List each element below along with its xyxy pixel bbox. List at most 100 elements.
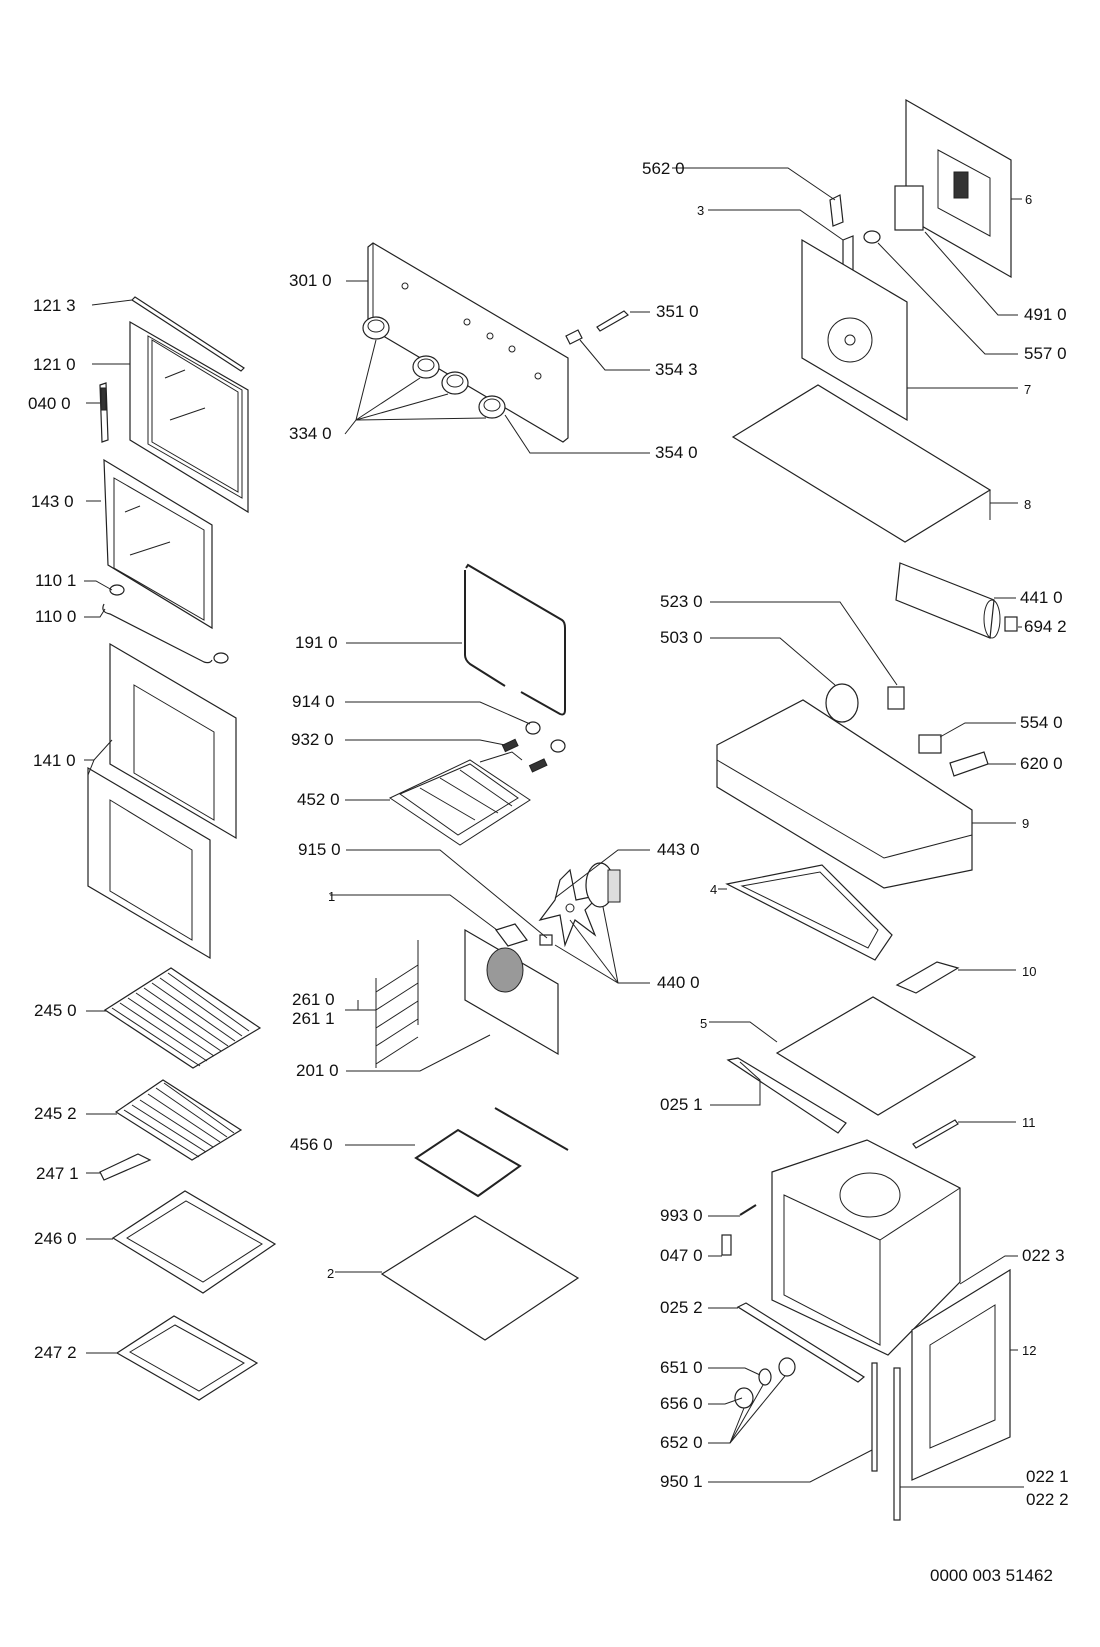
part-label-354-3: 354 3 — [655, 360, 698, 379]
part-label-554-0: 554 0 — [1020, 713, 1063, 732]
part-seal-strip — [871, 1362, 878, 1472]
part-label-656-0: 656 0 — [660, 1394, 703, 1413]
part-hinge — [99, 382, 109, 443]
part-label-932-0: 932 0 — [291, 730, 334, 749]
part-label-503-0: 503 0 — [660, 628, 703, 647]
part-label-047-0: 047 0 — [660, 1246, 703, 1265]
part-top-plate — [731, 384, 992, 543]
part-label-334-0: 334 0 — [289, 424, 332, 443]
part-label-022-3: 022 3 — [1022, 1246, 1065, 1265]
part-label-301-0: 301 0 — [289, 271, 332, 290]
part-side-rail-lower — [736, 1302, 866, 1383]
part-safety-thermostat — [829, 194, 844, 227]
part-pan-handle — [99, 1153, 152, 1181]
part-wire-shelf — [103, 967, 262, 1069]
part-label-562-0: 562 0 — [642, 159, 685, 178]
part-label-652-0: 652 0 — [660, 1433, 703, 1452]
part-baking-tray — [111, 1190, 277, 1294]
part-label-245-0: 245 0 — [34, 1001, 77, 1020]
part-label-523-0: 523 0 — [660, 592, 703, 611]
part-screw — [739, 1204, 757, 1216]
part-label-914-0: 914 0 — [292, 692, 335, 711]
part-drip-pan — [115, 1315, 259, 1401]
part-rear-wall — [801, 238, 908, 422]
part-label-7: 7 — [1024, 382, 1032, 397]
part-label-201-0: 201 0 — [296, 1061, 339, 1080]
part-label-1: 1 — [328, 889, 336, 904]
part-label-452-0: 452 0 — [297, 790, 340, 809]
part-label-022-2: 022 2 — [1026, 1490, 1069, 1509]
part-grill-element — [388, 751, 531, 846]
part-label-441-0: 441 0 — [1020, 588, 1063, 607]
part-label-351-0: 351 0 — [656, 302, 699, 321]
part-label-6: 6 — [1025, 192, 1033, 207]
part-label-11: 11 — [1022, 1115, 1036, 1130]
part-label-694-2: 694 2 — [1024, 617, 1067, 636]
part-spring — [501, 738, 548, 773]
part-label-993-0: 993 0 — [660, 1206, 703, 1225]
part-trim-strip — [912, 1119, 959, 1149]
part-grill-rack — [114, 1079, 243, 1161]
part-side-rack — [375, 940, 419, 1068]
part-label-191-0: 191 0 — [295, 633, 338, 652]
part-label-245-2: 245 2 — [34, 1104, 77, 1123]
part-control-panel — [367, 242, 569, 443]
part-oven-cavity — [771, 1139, 961, 1356]
part-label-2: 2 — [327, 1266, 335, 1281]
part-top-panel — [775, 996, 977, 1116]
part-label-261-0: 261 0 — [292, 990, 335, 1009]
part-label-121-0: 121 0 — [33, 355, 76, 374]
part-label-950-1: 950 1 — [660, 1472, 703, 1491]
part-door-inner-frame — [129, 320, 249, 514]
part-label-10: 10 — [1022, 964, 1037, 979]
part-fan-connector — [1004, 616, 1018, 632]
part-rear-cover — [905, 98, 1012, 279]
part-transformer — [894, 185, 924, 231]
part-spacer — [539, 934, 553, 946]
part-door-glass-frame — [103, 458, 213, 630]
part-lamp-bulb — [758, 1368, 772, 1386]
part-label-557-0: 557 0 — [1024, 344, 1067, 363]
part-thermostat-sensor — [863, 230, 881, 244]
part-label-12: 12 — [1022, 1343, 1037, 1358]
part-label-443-0: 443 0 — [657, 840, 700, 859]
part-label-9: 9 — [1022, 816, 1030, 831]
part-clip — [721, 1234, 732, 1256]
drawing-number: 0000 003 51462 — [930, 1566, 1053, 1585]
part-lamp-glass — [734, 1387, 754, 1409]
part-fan-blade — [538, 868, 602, 948]
leader-lines — [84, 167, 1024, 1488]
part-bottom-plate — [380, 1215, 580, 1341]
part-handle-rod — [102, 603, 213, 664]
part-label-8: 8 — [1024, 497, 1032, 512]
part-label-4: 4 — [710, 882, 718, 897]
part-label-247-1: 247 1 — [36, 1164, 79, 1183]
part-label-022-1: 022 1 — [1026, 1467, 1069, 1486]
part-label-915-0: 915 0 — [298, 840, 341, 859]
part-rear-panel — [464, 928, 559, 1056]
part-label-040-0: 040 0 — [28, 394, 71, 413]
part-timer-motor — [825, 683, 859, 723]
part-label-025-2: 025 2 — [660, 1298, 703, 1317]
part-terminal-block — [949, 751, 989, 777]
part-bottom-element — [414, 1107, 569, 1198]
part-shaft — [596, 310, 629, 332]
part-label-143-0: 143 0 — [31, 492, 74, 511]
part-door-glass-outer — [109, 642, 237, 840]
part-label-110-1: 110 1 — [35, 571, 77, 590]
part-hinge-strip — [893, 1367, 901, 1521]
part-label-354-0: 354 0 — [655, 443, 698, 462]
part-label-261-1: 261 1 — [292, 1009, 335, 1028]
part-label-620-0: 620 0 — [1020, 754, 1063, 773]
part-cover-strip — [895, 961, 960, 994]
part-handle-bracket — [109, 584, 229, 664]
part-label-121-3: 121 3 — [33, 296, 76, 315]
part-label-491-0: 491 0 — [1024, 305, 1067, 324]
part-label-5: 5 — [700, 1016, 708, 1031]
part-label-456-0: 456 0 — [290, 1135, 333, 1154]
part-oven-seal — [464, 563, 566, 716]
part-label-3: 3 — [697, 203, 705, 218]
part-shaft-extension — [565, 329, 583, 345]
part-door-glass-inner — [87, 766, 211, 960]
